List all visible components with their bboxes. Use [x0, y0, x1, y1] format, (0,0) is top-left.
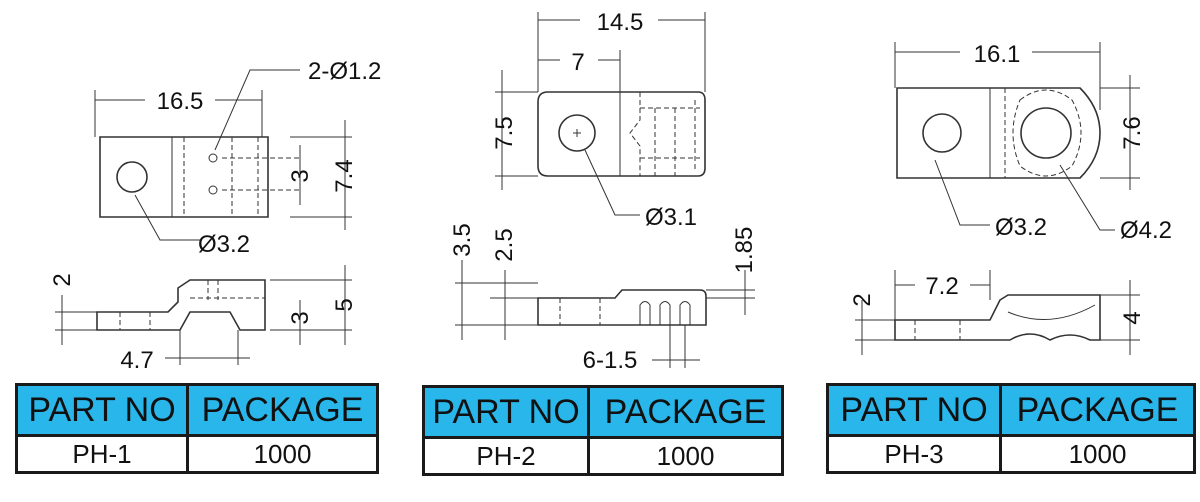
ph2-top-length-dim: 14.5 [597, 9, 644, 36]
ph2-package-value: 1000 [590, 436, 781, 473]
ph1-side-inner-dim: 3 [287, 311, 314, 324]
ph3-part-no-header: PART NO [829, 386, 1002, 434]
ph2-side-right-dim: 1.85 [731, 227, 758, 274]
ph3-side-right-dim: 4 [1119, 311, 1146, 324]
ph3-top-view [894, 42, 1140, 231]
ph1-package-value: 1000 [189, 434, 376, 471]
ph3-small-hole-dim: Ø3.2 [995, 214, 1047, 241]
ph3-side-top-dim: 7.2 [925, 273, 958, 300]
ph3-table: PART NO PACKAGE PH-3 1000 [826, 383, 1196, 474]
ph1-side-view [55, 265, 352, 365]
ph3-side-left-dim: 2 [849, 293, 876, 306]
ph1-part-no-header: PART NO [18, 386, 189, 434]
ph1-inner-height-dim: 3 [287, 169, 314, 182]
ph1-small-hole-dim: 2-Ø1.2 [308, 58, 381, 85]
ph2-hole-dim: Ø3.1 [645, 204, 697, 231]
ph2-package-header: PACKAGE [590, 388, 781, 436]
ph2-part-no-header: PART NO [425, 388, 590, 436]
ph1-side-left-dim: 2 [49, 273, 76, 286]
ph1-hole-dim: Ø3.2 [198, 231, 250, 258]
ph3-package-value: 1000 [1002, 434, 1193, 471]
ph3-side-view [855, 270, 1140, 355]
ph2-part-no-value: PH-2 [425, 436, 590, 473]
ph3-height-dim: 7.6 [1119, 116, 1146, 149]
ph2-table: PART NO PACKAGE PH-2 1000 [422, 385, 784, 476]
ph2-side-left-b-dim: 2.5 [491, 228, 518, 261]
ph1-top-length-dim: 16.5 [157, 88, 204, 115]
ph3-package-header: PACKAGE [1002, 386, 1193, 434]
ph3-large-hole-dim: Ø4.2 [1120, 217, 1172, 244]
ph1-side-total-dim: 5 [331, 298, 358, 311]
ph1-top-view [94, 69, 352, 241]
ph1-side-bottom-dim: 4.7 [120, 347, 153, 374]
ph2-height-dim: 7.5 [491, 116, 518, 149]
ph2-side-view [455, 260, 755, 368]
ph2-top-view [495, 12, 706, 216]
ph1-table: PART NO PACKAGE PH-1 1000 [15, 383, 379, 474]
ph1-part-no-value: PH-1 [18, 434, 189, 471]
ph1-package-header: PACKAGE [189, 386, 376, 434]
ph2-top-inner-dim: 7 [571, 49, 584, 76]
ph2-side-bottom-dim: 6-1.5 [583, 347, 638, 374]
ph1-height-dim: 7.4 [331, 159, 358, 192]
ph3-top-length-dim: 16.1 [974, 41, 1021, 68]
ph3-part-no-value: PH-3 [829, 434, 1002, 471]
ph2-side-left-a-dim: 3.5 [449, 223, 476, 256]
